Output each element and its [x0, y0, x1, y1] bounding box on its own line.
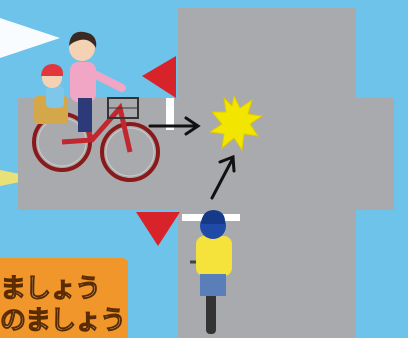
caption-line-2: のましょう [0, 306, 127, 337]
motion-streak [0, 18, 60, 58]
arrow-icon [210, 154, 236, 200]
stop-triangle-icon [136, 212, 180, 246]
child-cyclist [190, 210, 232, 334]
stop-triangle-icon [142, 56, 176, 98]
collision-spark-icon [208, 94, 264, 152]
arrow-icon [148, 116, 201, 136]
adult-cyclist [32, 31, 160, 182]
caption-banner [0, 258, 128, 338]
stop-line-left [166, 98, 174, 130]
caption-line-1: ましょう [0, 274, 102, 305]
